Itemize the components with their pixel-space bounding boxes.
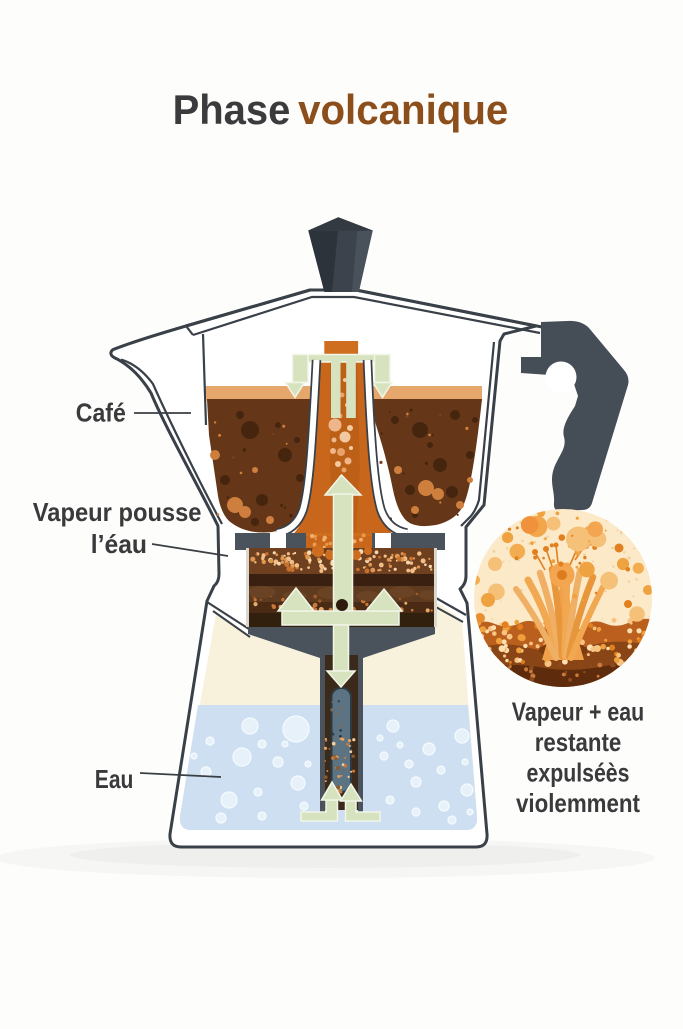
- svg-text:restante: restante: [535, 727, 622, 757]
- svg-text:violemment: violemment: [516, 788, 640, 818]
- svg-text:volcanique: volcanique: [298, 86, 508, 133]
- svg-text:Eau: Eau: [95, 764, 134, 794]
- svg-text:l’éau: l’éau: [91, 529, 147, 559]
- svg-text:Vapeur + eau: Vapeur + eau: [512, 697, 644, 727]
- svg-text:Vapeur pousse: Vapeur pousse: [33, 497, 202, 527]
- svg-text:Phase: Phase: [173, 86, 291, 133]
- svg-text:Café: Café: [76, 398, 126, 428]
- svg-text:expulséès: expulséès: [527, 758, 630, 788]
